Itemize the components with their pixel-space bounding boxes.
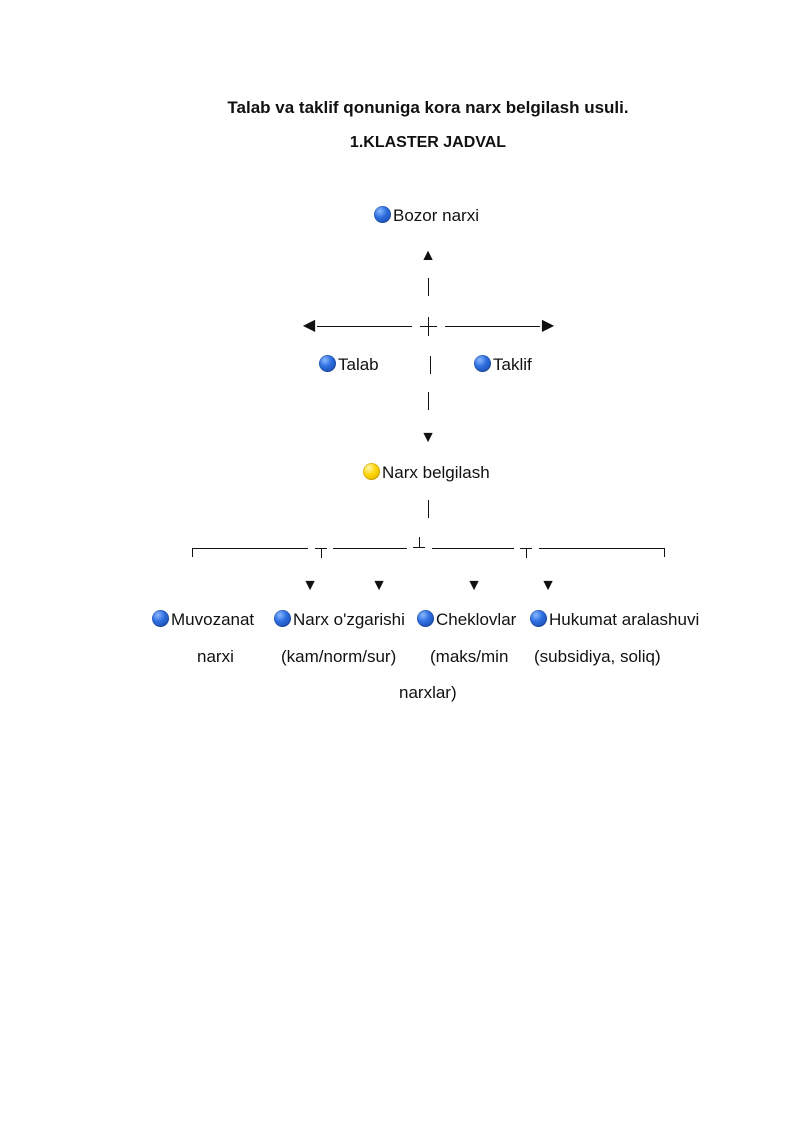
arrow-down-icon: ▼ [420,429,436,446]
page-title: Talab va taklif qonuniga kora narx belgi… [227,98,629,117]
connector-vertical [430,356,431,374]
arrow-down-icon: ▼ [371,577,387,594]
branch-hukumat-line2: (subsidiya, soliq) [534,647,661,666]
branch-cheklovlar: Cheklovlar [417,610,516,630]
arrow-down-icon: ▼ [302,577,318,594]
connector-vertical [428,278,429,296]
bracket-segment [539,548,665,549]
bracket-end-right [664,548,665,557]
blue-circle-icon [152,610,169,627]
arrow-left-icon: ◀ [302,317,316,334]
blue-circle-icon [319,355,336,372]
node-taklif: Taklif [474,355,532,375]
arrow-down-icon: ▼ [540,577,556,594]
connector-right-arm [445,326,540,327]
blue-circle-icon [274,610,291,627]
branch-narx-ozgarishi: Narx o'zgarishi [274,610,405,630]
connector-vertical [428,392,429,410]
node-narx-belgilash: Narx belgilash [363,463,490,483]
arrow-up-icon: ▲ [420,247,436,264]
blue-circle-icon [417,610,434,627]
bracket-end-left [192,548,193,557]
node-talab: Talab [319,355,379,375]
tee-stem [526,548,527,558]
bracket-segment [192,548,308,549]
connector-vertical [428,500,429,518]
blue-circle-icon [374,206,391,223]
node-bozor-narxi: Bozor narxi [374,206,479,226]
page-subtitle: 1.KLASTER JADVAL [349,134,507,151]
branch-muvozanat-line2: narxi [197,647,234,666]
cross-horizontal [420,326,437,327]
tee-stem [321,548,322,558]
bracket-segment [333,548,407,549]
connector-left-arm [317,326,412,327]
up-tee-base [413,547,425,548]
blue-circle-icon [530,610,547,627]
bracket-segment [432,548,514,549]
yellow-circle-icon [363,463,380,480]
branch-narx-ozgarishi-line2: (kam/norm/sur) [281,647,397,666]
blue-circle-icon [474,355,491,372]
up-tee-stem [419,537,420,547]
branch-muvozanat: Muvozanat [152,610,254,630]
branch-cheklovlar-line3: narxlar) [399,683,457,702]
arrow-right-icon: ▶ [541,317,555,334]
branch-hukumat: Hukumat aralashuvi [530,610,699,630]
arrow-down-icon: ▼ [466,577,482,594]
branch-cheklovlar-line2: (maks/min [430,647,509,666]
